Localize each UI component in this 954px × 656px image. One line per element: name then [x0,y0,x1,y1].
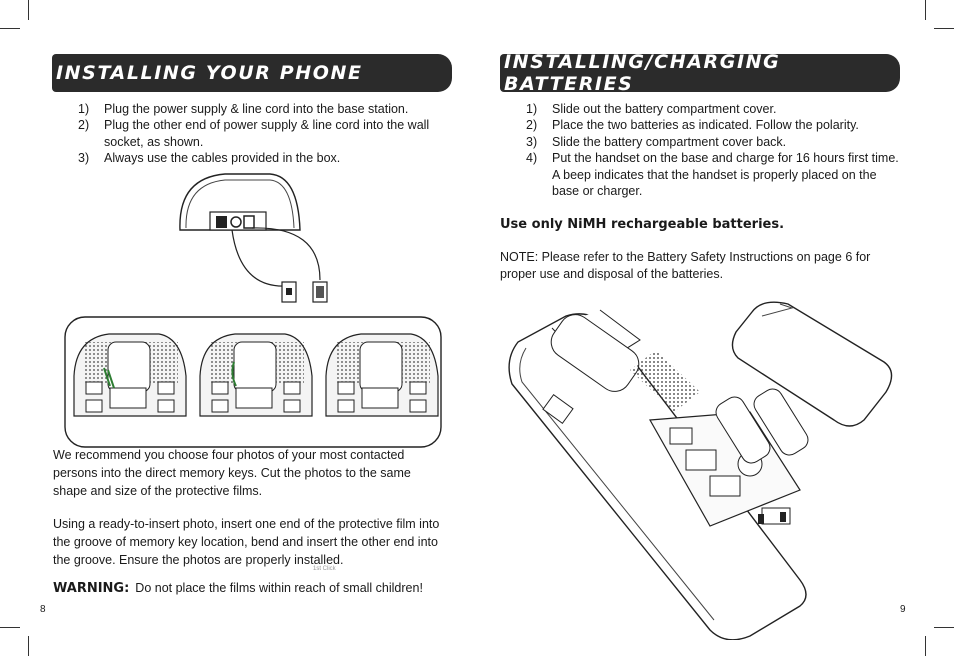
battery-type-note: Use only NiMH rechargeable batteries. [500,217,785,232]
crop-mark [28,636,29,656]
photo-instructions-paragraph: We recommend you choose four photos of y… [53,448,411,498]
step-number: 3) [78,151,90,166]
base-station-drawing [199,333,313,417]
right-page-number: 9 [900,604,906,615]
left-header-title: INSTALLING YOUR PHONE [56,62,363,84]
right-section-header: INSTALLING/CHARGING BATTERIES [500,51,900,95]
left-section-header: INSTALLING YOUR PHONE [52,54,452,92]
right-header-title: INSTALLING/CHARGING BATTERIES [504,51,781,95]
left-steps-list: 1) Plug the power supply & line cord into… [58,101,448,167]
warning-label: WARNING: [53,581,130,596]
step-text: Place the two batteries as indicated. Fo… [552,118,859,133]
crop-mark [925,636,926,656]
list-item: 4) Put the handset on the base and charge… [506,150,902,199]
step-text: Slide the battery compartment cover back… [552,134,787,149]
step-number: 3) [526,134,538,149]
battery-drawing [715,388,809,464]
battery-safety-note: NOTE: Please refer to the Battery Safety… [500,250,871,281]
step-number: 4) [526,151,538,166]
step-text: Put the handset on the base and charge f… [552,151,899,199]
step-text: Plug the power supply & line cord into t… [104,102,409,116]
step-number: 2) [526,118,538,133]
crop-mark [0,627,20,628]
crop-mark [934,28,954,29]
list-item: 2) Plug the other end of power supply & l… [58,117,448,150]
warning-text: Do not place the films within reach of s… [135,581,423,595]
crop-mark [0,28,20,29]
right-steps-list: 1) Slide out the battery compartment cove… [506,101,902,199]
step-text: Slide out the battery compartment cover. [552,102,777,116]
list-item: 1) Slide out the battery compartment cove… [506,101,902,117]
base-station-wiring-illustration [179,173,328,303]
warning-line: WARNING: Do not place the films within re… [53,581,453,596]
crop-mark [934,627,954,628]
tiny-label: 1st Click [313,566,336,572]
list-item: 3) Slide the battery compartment cover ba… [506,134,902,150]
left-page-number: 8 [40,604,46,615]
list-item: 3) Always use the cables provided in the … [58,150,448,166]
crop-mark [28,0,29,20]
step-number: 2) [78,118,90,133]
list-item: 2) Place the two batteries as indicated. … [506,117,902,133]
step-number: 1) [78,102,90,116]
step-text: Plug the other end of power supply & lin… [104,118,430,149]
step-number: 1) [526,102,538,116]
base-station-drawing [73,333,187,417]
handset-battery-illustration [508,301,893,640]
list-item: 1) Plug the power supply & line cord into… [58,101,448,117]
film-instructions-paragraph: Using a ready-to-insert photo, insert on… [53,517,440,567]
base-station-drawing [325,333,439,417]
photo-insertion-illustration [64,316,442,448]
step-text: Always use the cables provided in the bo… [104,151,341,166]
crop-mark [925,0,926,20]
